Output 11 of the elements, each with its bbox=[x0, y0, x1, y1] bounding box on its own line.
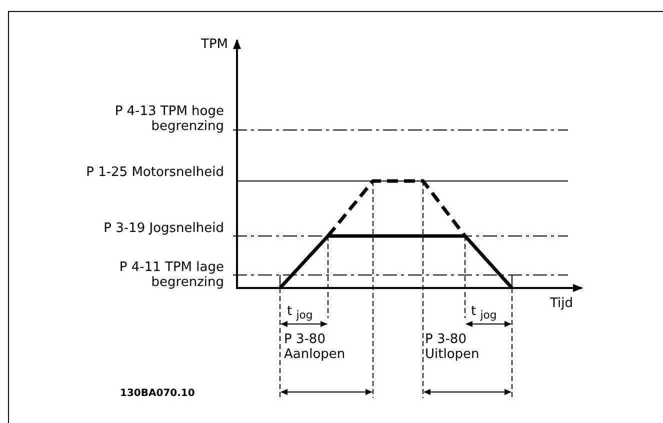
level-label: P 4-11 TPM lage begrenzing bbox=[118, 260, 224, 290]
axis-label: Tijd bbox=[550, 296, 574, 311]
dimension-label: t $_{jog}$ bbox=[471, 304, 498, 323]
axis-label: TPM bbox=[200, 37, 228, 52]
level-label: P 4-13 TPM hoge begrenzing bbox=[114, 104, 224, 134]
parameter-label: P 3-80 Aanlopen bbox=[284, 332, 346, 362]
level-label: P 3-19 Jogsnelheid bbox=[102, 221, 224, 236]
figure-code: 130BA070.10 bbox=[120, 388, 196, 400]
parameter-label: P 3-80 Uitlopen bbox=[425, 332, 480, 362]
dimension-label: t $_{jog}$ bbox=[287, 304, 314, 323]
level-label: P 1-25 Motorsnelheid bbox=[85, 165, 224, 180]
